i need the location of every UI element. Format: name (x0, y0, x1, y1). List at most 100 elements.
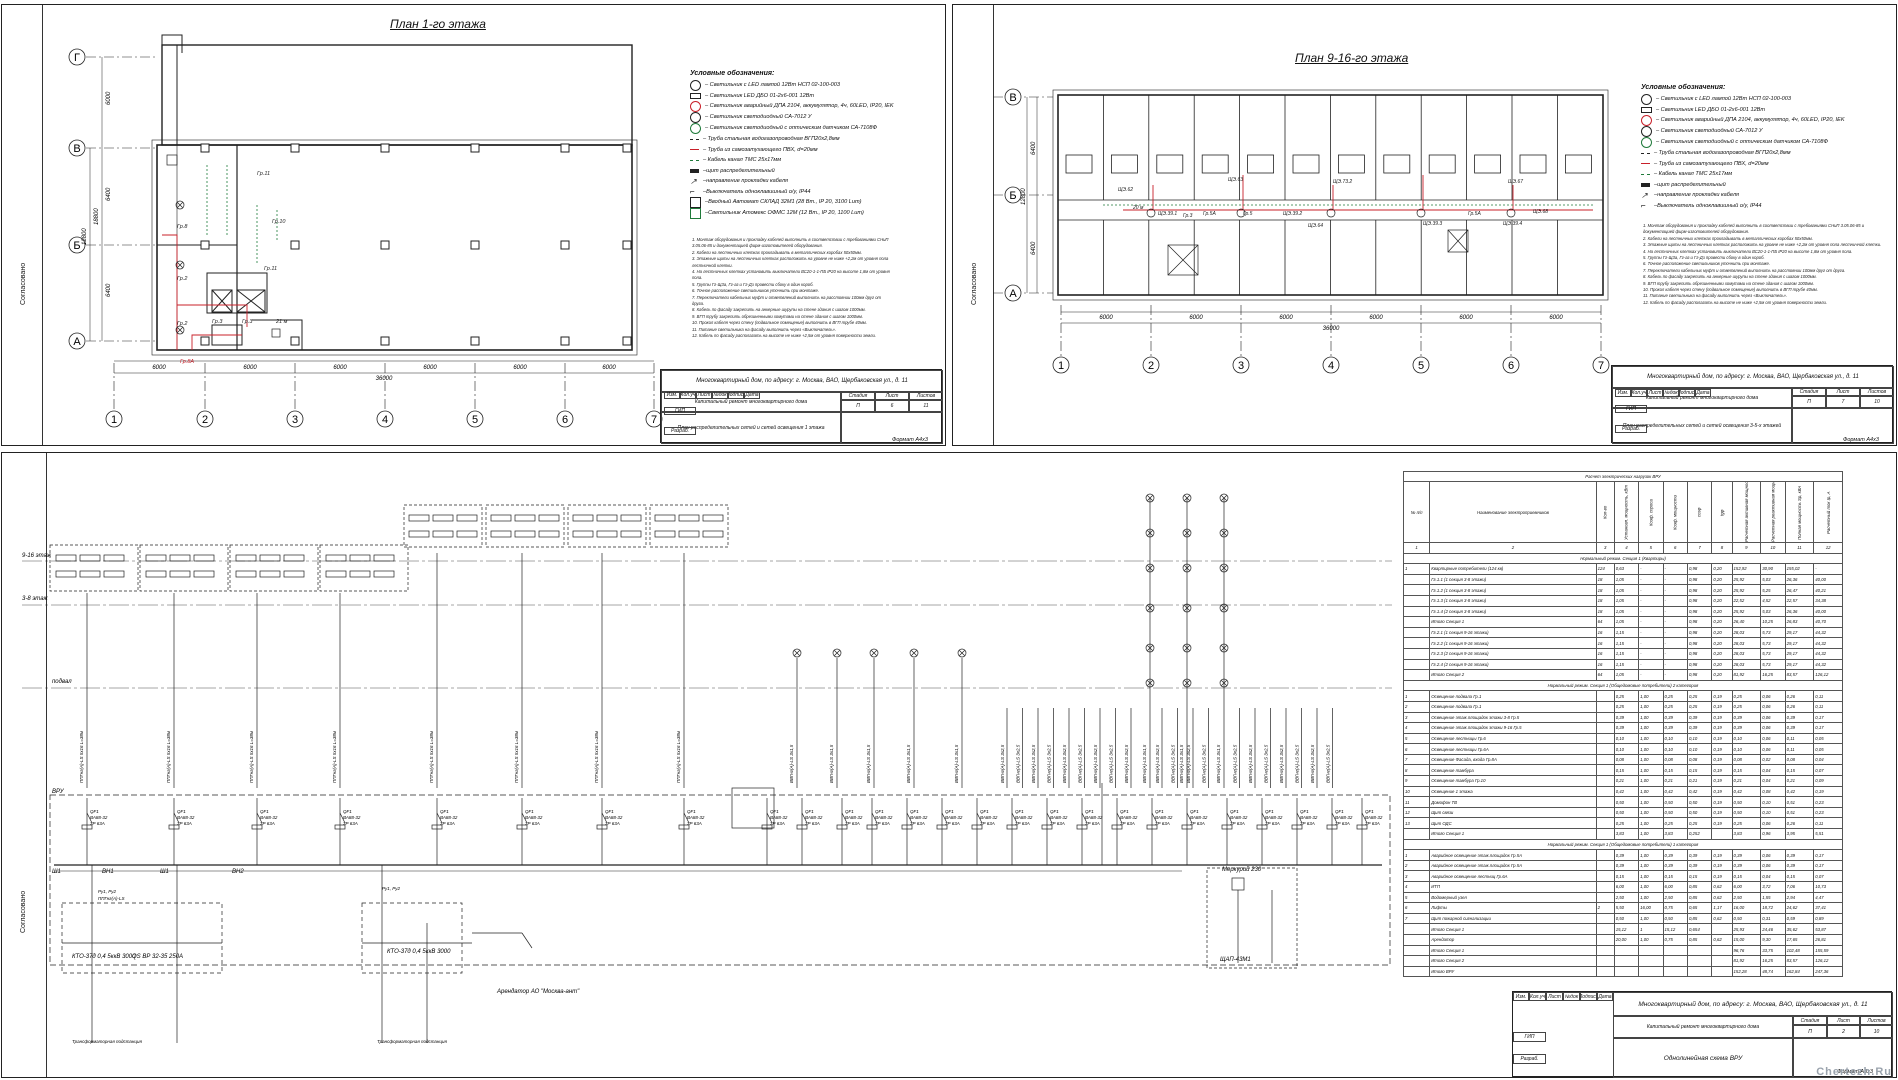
table-cell: 15,12 (1613, 923, 1640, 935)
table-cell: Арендатор (1429, 933, 1597, 946)
floor-panel-group (403, 504, 483, 548)
stamp-project: Капитальный ремонт многоквартирного дома (661, 392, 841, 412)
scheme-label: ВА88-32 (525, 815, 543, 820)
table-cell: 0,23 (1813, 806, 1843, 819)
table-cell: Домофон ТВ (1429, 796, 1597, 808)
table-cell: 0,25 (1613, 690, 1640, 702)
breaker-contact (256, 812, 263, 824)
table-cell: 0,39 (1613, 711, 1640, 724)
scheme-label: ВА88-32 (1335, 815, 1353, 820)
scheme-label: ВА88-32 (605, 815, 623, 820)
table-cell: Освещение лестницы Гр.6 (1429, 732, 1597, 745)
table-cell: 29,17 (1784, 658, 1815, 671)
table-cell: Лифты (1429, 902, 1597, 914)
dim-v2: 6400 (106, 187, 112, 201)
table-cell: Итого Секция 1 (1429, 923, 1597, 935)
table-cell: 0,11 (1813, 700, 1843, 713)
table-cell: Водомерный узел (1429, 891, 1597, 904)
bathroom-block (1474, 154, 1501, 174)
table-cell: 16 (1595, 626, 1615, 639)
table-cell: 0,98 (1686, 594, 1713, 607)
table-cell: 0,08 (1784, 753, 1815, 766)
structural-column (622, 143, 632, 153)
table-cell (1595, 700, 1615, 713)
table-header-number: 3 (1595, 542, 1615, 554)
table-cell: 1,05 (1613, 616, 1640, 628)
table-cell: 0,654 (1686, 923, 1713, 935)
scheme-label: QF1 (1265, 809, 1274, 814)
table-cell: 0,20 (1711, 594, 1733, 607)
floor-breaker (432, 514, 454, 522)
table-cell: 2 (1402, 859, 1431, 872)
table-cell: - (1638, 594, 1664, 607)
table-cell: - (1662, 647, 1688, 660)
table-title: Расчет электрических нагрузок ВРУ (1403, 471, 1843, 482)
table-cell: 28,03 (1731, 626, 1762, 639)
table-cell: 1,00 (1638, 891, 1664, 904)
table-header-number: 11 (1784, 542, 1815, 554)
table-cell (1595, 806, 1615, 819)
scheme-label: ВА88-32 (1085, 815, 1103, 820)
table-cell (1402, 955, 1431, 967)
table-cell: 1,17 (1711, 902, 1733, 914)
table-cell: 0,10 (1760, 806, 1786, 819)
structural-column (380, 336, 390, 346)
table-cell: Освещение тамбура (1429, 764, 1597, 777)
format-label: Формат А4х3 (892, 437, 928, 443)
table-cell: 1,05 (1613, 573, 1640, 586)
table-cell: 2,94 (1784, 891, 1815, 904)
scheme-label: ВВГнг(А)-LS 3х2,5 (1078, 744, 1083, 783)
table-cell: 0,25 (1613, 700, 1640, 713)
stamp-sheet: 2 (1827, 1025, 1860, 1038)
dim-3: 6000 (333, 365, 347, 371)
table-cell: - (1638, 637, 1664, 649)
table-cell: 28,03 (1731, 658, 1762, 671)
table-cell: 1 (1638, 923, 1664, 935)
table-cell: - (1638, 573, 1664, 586)
dim-v-sub: 12800 (82, 228, 88, 245)
table-cell: 0,19 (1711, 764, 1733, 777)
bus-label: ВН2 (232, 869, 244, 875)
scheme-label: ВА88-32 (980, 815, 998, 820)
table-cell: 1,55 (1760, 891, 1786, 904)
table-cell (1638, 955, 1664, 967)
table-cell: 15,12 (1662, 923, 1688, 935)
legend-item: ⌐–Выключатель одноклавишный о/у, IP44 (690, 187, 811, 197)
scheme-label: QF1 (90, 809, 99, 814)
axis-A: А (73, 336, 81, 348)
table-cell: 0,02 (1760, 753, 1786, 766)
table-cell (1595, 690, 1615, 702)
floor-breaker (456, 530, 478, 538)
dim-total: 36000 (376, 376, 393, 382)
scheme-label: QF1 (440, 809, 449, 814)
scheme-label: QF1 (1120, 809, 1129, 814)
legend-item: – Труба из самозатухающего ПВХ, d=20мм (1641, 159, 1891, 170)
stamp-sheet-title: План распределительных сетей и сетей осв… (661, 412, 841, 444)
table-cell: - (1662, 637, 1688, 649)
scheme-label: ВВГнг(А)-LS 3х1,5 (829, 744, 834, 783)
table-cell: 18 (1595, 584, 1615, 596)
table-cell: 44,32 (1813, 647, 1843, 660)
legend-item: – Кабель канал ТМС 25х17мм (690, 155, 940, 166)
structural-column (290, 143, 300, 153)
switch-icon: ⌐ (1641, 201, 1646, 211)
table-header-cell: Кол-во (1596, 481, 1615, 543)
table-cell: 3,83 (1613, 828, 1640, 840)
table-cell: 152,28 (1731, 965, 1762, 978)
table-cell: 0,15 (1662, 870, 1688, 882)
table-cell: 96,76 (1731, 944, 1762, 957)
table-cell: - (1662, 626, 1688, 639)
table-cell: 0,39 (1613, 859, 1640, 872)
table-cell: 0,08 (1613, 753, 1640, 766)
table-cell (1686, 944, 1713, 957)
scheme-label: ВА88-32 (90, 815, 108, 820)
lamp-cross-icon (1219, 493, 1229, 503)
panel-icon (1641, 182, 1650, 187)
